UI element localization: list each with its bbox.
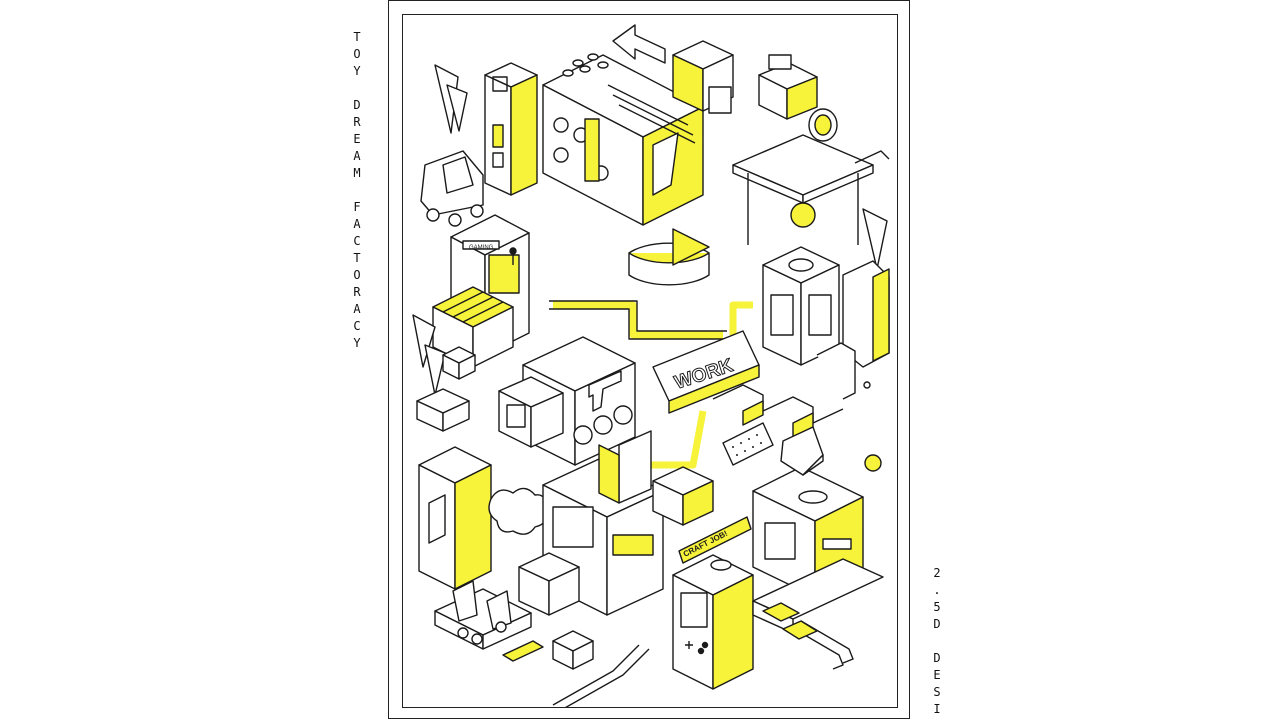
- tall-building-left: [418, 446, 492, 590]
- poster-inner-border: GAMING: [402, 14, 898, 708]
- pipe-outline: [549, 300, 727, 340]
- center-cube: [652, 466, 714, 526]
- claw-machine: [762, 246, 840, 366]
- arrow-sign-icon: [612, 24, 666, 64]
- speaker-block: [542, 53, 704, 226]
- roller-skate-top-icon: [420, 150, 484, 227]
- small-boxes-bottom: [518, 552, 594, 670]
- half-sphere: [628, 228, 710, 286]
- poster-frame: GAMING: [388, 0, 910, 719]
- coin-knob-icon: [863, 381, 882, 472]
- work-banner: WORK: [652, 330, 760, 414]
- block-tower: [484, 62, 538, 196]
- crate-stack-left: [416, 346, 476, 432]
- cone-right-icon: [862, 208, 888, 270]
- dotted-panel: [722, 422, 774, 466]
- gaming-label: GAMING: [469, 245, 494, 251]
- stair-pillar-right: [816, 260, 890, 400]
- cone-left-mid-icon: [412, 314, 446, 396]
- ski-rails: [552, 620, 854, 707]
- old-tv-icon: [498, 376, 564, 448]
- machine-topright: [672, 40, 734, 114]
- poster-subtitle-vertical: 2.5D DESIGN: [930, 566, 944, 720]
- gameboy-icon: [672, 554, 754, 690]
- poster-title-vertical: TOY DREAM FACTORACY: [350, 30, 364, 353]
- roller-skates-bottom-icon: [434, 580, 544, 662]
- conveyor-bottom: [752, 558, 884, 640]
- central-machine: [542, 430, 664, 616]
- desk-right: [732, 134, 890, 245]
- camera-icon: [758, 54, 838, 142]
- cone-topleft-icon: [434, 64, 468, 134]
- cloud-bush: [488, 487, 548, 535]
- isometric-factory-illustration: GAMING: [412, 24, 890, 707]
- stairs-right-middle: [712, 384, 844, 438]
- gem-icon: [780, 426, 824, 476]
